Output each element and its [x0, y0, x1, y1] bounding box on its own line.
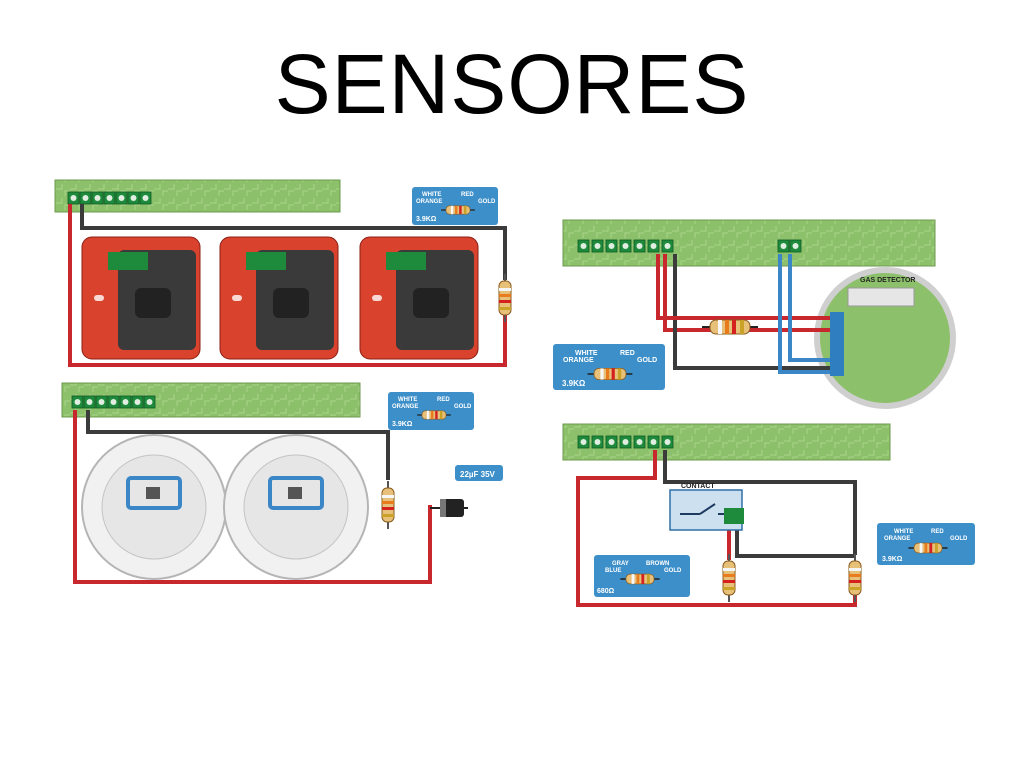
- smoke-detectors-panel: 22µF 35V WHITE ORANGE RED GOLD 3.9KΩ: [61, 382, 503, 584]
- eol-resistor: [498, 273, 512, 323]
- svg-text:680Ω: 680Ω: [597, 588, 615, 595]
- svg-text:22µF 35V: 22µF 35V: [460, 470, 496, 479]
- svg-text:WHITE: WHITE: [422, 192, 441, 198]
- resistor-color-label: WHITE ORANGE RED GOLD 3.9KΩ: [388, 392, 474, 430]
- resistor-color-label-680: GRAY BLUE BROWN GOLD 680Ω: [594, 555, 690, 597]
- svg-text:3.9KΩ: 3.9KΩ: [392, 421, 413, 428]
- svg-text:BROWN: BROWN: [646, 561, 669, 567]
- svg-text:WHITE: WHITE: [894, 529, 913, 535]
- svg-text:GOLD: GOLD: [664, 568, 682, 574]
- svg-text:3.9KΩ: 3.9KΩ: [882, 556, 903, 563]
- red-wire: [663, 254, 830, 332]
- series-resistor: [722, 553, 736, 603]
- svg-text:ORANGE: ORANGE: [392, 404, 418, 410]
- pir-sensor: [81, 236, 201, 360]
- svg-text:RED: RED: [461, 192, 474, 198]
- svg-text:RED: RED: [931, 529, 944, 535]
- svg-text:BLUE: BLUE: [605, 568, 621, 574]
- capacitor-label: 22µF 35V: [455, 465, 503, 481]
- svg-text:GOLD: GOLD: [478, 199, 496, 205]
- control-board: [562, 219, 936, 267]
- resistor-color-label: WHITE ORANGE RED GOLD 3.9KΩ: [553, 344, 665, 390]
- blue-wire: [788, 254, 830, 362]
- black-wire: [663, 450, 857, 555]
- svg-text:GRAY: GRAY: [612, 561, 629, 567]
- pir-sensors-panel: WHITE ORANGE RED GOLD 3.9KΩ: [54, 179, 512, 367]
- svg-text:RED: RED: [620, 350, 635, 357]
- eol-resistor: [381, 480, 395, 530]
- svg-text:ORANGE: ORANGE: [563, 357, 594, 364]
- svg-text:RED: RED: [437, 397, 450, 403]
- terminal-block: [577, 435, 674, 449]
- svg-text:GOLD: GOLD: [637, 357, 657, 364]
- capacitor: [430, 499, 468, 517]
- contact-panel: CONTACT GRAY BLUE BROWN GOLD 680Ω WHITE …: [562, 423, 975, 607]
- svg-text:ORANGE: ORANGE: [884, 536, 910, 542]
- red-wire: [576, 450, 857, 607]
- blue-wire: [778, 254, 830, 374]
- terminal-block: [67, 191, 152, 205]
- svg-text:GOLD: GOLD: [950, 536, 968, 542]
- smoke-detector: [81, 434, 227, 580]
- pir-sensor: [219, 236, 339, 360]
- red-wire: [68, 204, 507, 367]
- smoke-detector: [223, 434, 369, 580]
- resistor-color-label: WHITE ORANGE RED GOLD 3.9KΩ: [412, 187, 498, 225]
- control-board: [562, 423, 891, 461]
- black-wire: [86, 410, 390, 480]
- red-wire: [656, 254, 830, 320]
- svg-text:3.9KΩ: 3.9KΩ: [416, 216, 437, 223]
- svg-text:GOLD: GOLD: [454, 404, 472, 410]
- svg-text:WHITE: WHITE: [398, 397, 417, 403]
- black-wire: [80, 204, 507, 280]
- terminal-block: [71, 395, 156, 409]
- svg-text:ORANGE: ORANGE: [416, 199, 442, 205]
- resistor-color-label: WHITE ORANGE RED GOLD 3.9KΩ: [877, 523, 975, 565]
- page-title: SENSORES: [274, 37, 750, 131]
- red-wire: [73, 410, 432, 584]
- black-wire: [735, 520, 855, 558]
- pir-sensor: [359, 236, 479, 360]
- gas-detector-panel: GAS DETECTOR WHITE ORANGE RED GOLD 3.9KΩ: [553, 219, 956, 409]
- svg-text:3.9KΩ: 3.9KΩ: [562, 379, 586, 388]
- contact-switch: [669, 489, 744, 531]
- black-wire: [673, 254, 830, 370]
- eol-resistor: [848, 553, 862, 603]
- contact-label: CONTACT: [681, 483, 715, 490]
- gas-detector-label: GAS DETECTOR: [860, 277, 916, 284]
- svg-text:WHITE: WHITE: [575, 350, 598, 357]
